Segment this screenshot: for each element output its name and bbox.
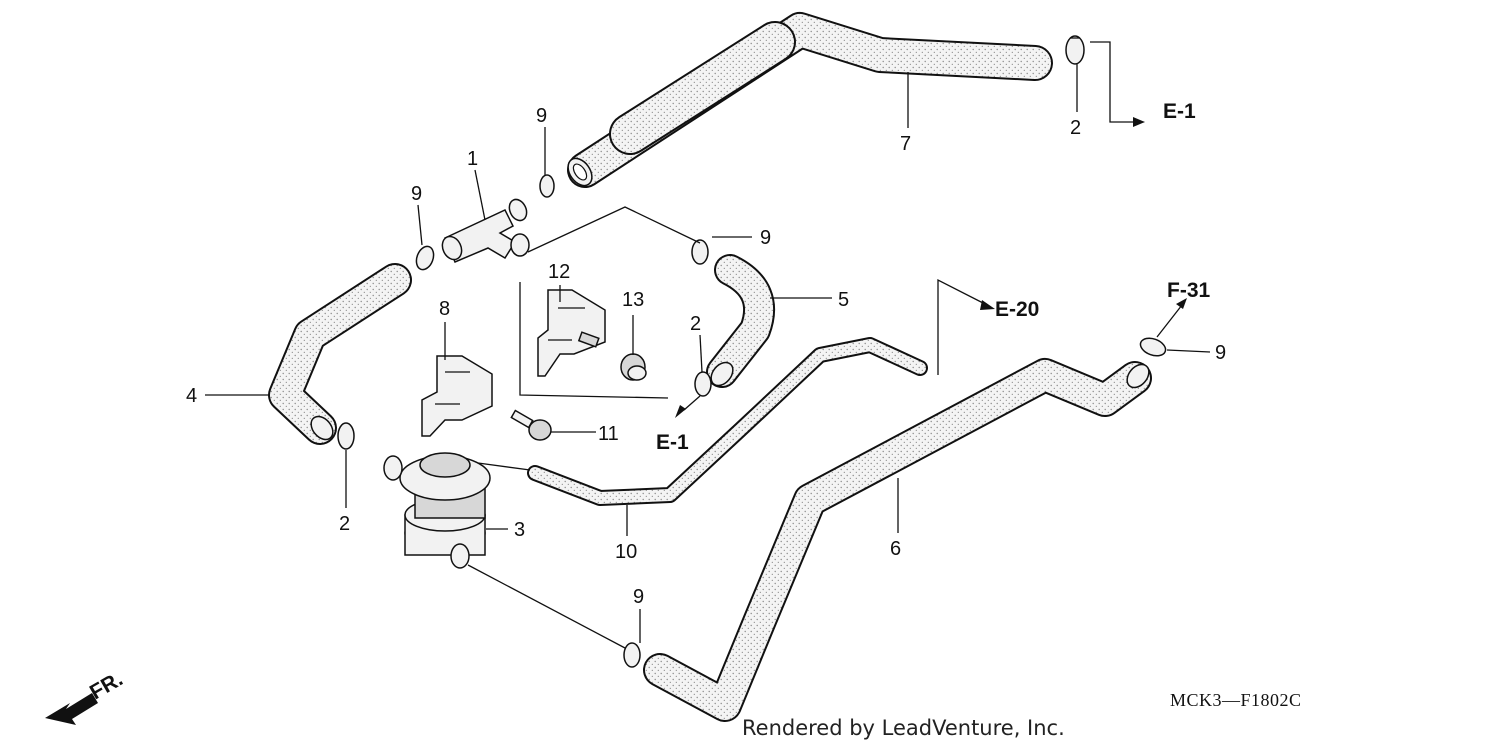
clamp-9-e (1139, 337, 1167, 357)
callout-7: 7 (900, 133, 911, 155)
callout-2-mid: 2 (690, 313, 701, 335)
callout-9-d: 9 (633, 586, 644, 608)
callout-12: 12 (548, 261, 570, 283)
front-arrow-icon (45, 693, 98, 725)
hose-5 (706, 254, 775, 388)
watermark-text: Rendered by LeadVenture, Inc. (742, 716, 1065, 740)
callout-9-b: 9 (411, 183, 422, 205)
hose-6 (643, 358, 1152, 722)
leader-lines (205, 41, 1211, 649)
callout-10: 10 (615, 541, 637, 563)
air-valve-3 (383, 452, 491, 569)
callout-9-e: 9 (1215, 342, 1226, 364)
section-refs: E-1 E-1 E-20 F-31 (656, 100, 1211, 454)
callout-11: 11 (598, 423, 619, 445)
callout-13: 13 (622, 289, 644, 311)
bolt-11 (510, 409, 552, 441)
t-joint-1 (441, 198, 530, 263)
clamp-2-mid (694, 371, 712, 397)
clamp-9-d (623, 642, 641, 668)
callout-6: 6 (890, 538, 901, 560)
callout-8: 8 (439, 298, 450, 320)
hose-10 (527, 337, 928, 506)
ref-e20[interactable]: E-20 (995, 298, 1039, 321)
callout-2-low: 2 (339, 513, 350, 535)
nut-13 (620, 353, 647, 381)
callout-2-top: 2 (1070, 117, 1081, 139)
callout-9-a: 9 (536, 105, 547, 127)
ref-e1-top[interactable]: E-1 (1163, 100, 1196, 123)
ref-e1-mid[interactable]: E-1 (656, 431, 689, 454)
callout-3: 3 (514, 519, 525, 541)
clamp-9-b (415, 245, 435, 271)
callout-9-c: 9 (760, 227, 771, 249)
hose-4 (268, 263, 412, 445)
arrow-heads (675, 117, 1187, 418)
callout-4: 4 (186, 385, 197, 407)
hose-7 (567, 12, 1053, 188)
callout-5: 5 (838, 289, 849, 311)
part-callouts: 1 2 2 2 3 4 5 6 7 8 9 9 9 9 9 10 11 12 1… (186, 105, 1226, 608)
clamp-2-top (1065, 35, 1085, 65)
callout-1: 1 (467, 148, 478, 170)
diagram-code: MCK3—F1802C (1170, 690, 1302, 710)
clamp-2-low (337, 422, 355, 450)
ref-f31[interactable]: F-31 (1167, 279, 1211, 302)
bracket-8 (421, 355, 493, 437)
clamp-9-a (539, 174, 555, 198)
bracket-12 (537, 289, 606, 377)
clamp-9-c (691, 239, 709, 265)
